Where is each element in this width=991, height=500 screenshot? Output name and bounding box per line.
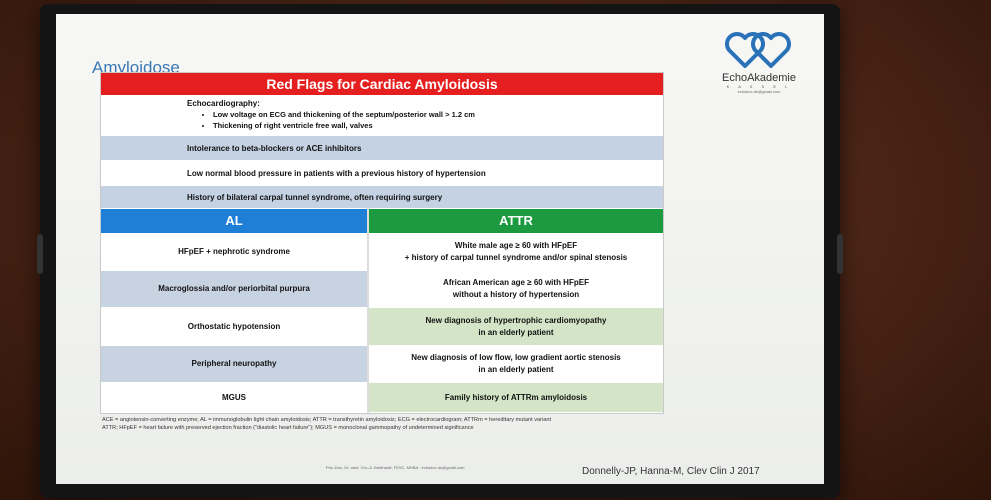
echo-bullet: Low voltage on ECG and thickening of the… <box>213 109 475 120</box>
monitor-frame: Amyloidose EchoAkademie K A S S E L echo… <box>37 4 843 498</box>
source-citation: Donnelly-JP, Hanna-M, Clev Clin J 2017 <box>582 466 760 477</box>
al-item: Orthostatic hypotension <box>101 308 367 346</box>
logo-email: echodoc.de@gmail.com <box>737 89 781 94</box>
attr-item: White male age ≥ 60 with HFpEF + history… <box>369 233 663 271</box>
attr-item: Family history of ATTRm amyloidosis <box>369 383 663 413</box>
table-banner: Red Flags for Cardiac Amyloidosis <box>101 73 663 95</box>
attr-item-line: White male age ≥ 60 with HFpEF <box>454 240 578 250</box>
flag-row-echocardiography: Echocardiography: Low voltage on ECG and… <box>101 95 663 136</box>
attr-item-line: in an elderly patient <box>478 327 554 337</box>
al-attr-columns: AL HFpEF + nephrotic syndrome Macrogloss… <box>101 209 663 413</box>
attr-item: African American age ≥ 60 with HFpEF wit… <box>369 271 663 308</box>
author-credit: Priv.-Doz. Dr. med. Chr.-A. Breithardt, … <box>326 465 465 470</box>
al-item: Macroglossia and/or periorbital purpura <box>101 271 367 308</box>
logo-name: EchoAkademie <box>722 72 796 84</box>
footnote-line: ATTR; HFpEF = heart failure with preserv… <box>102 425 474 431</box>
echo-bullet-list: Low voltage on ECG and thickening of the… <box>213 109 475 131</box>
al-item: HFpEF + nephrotic syndrome <box>101 233 367 271</box>
presentation-slide: Amyloidose EchoAkademie K A S S E L echo… <box>56 14 824 484</box>
al-column: AL HFpEF + nephrotic syndrome Macrogloss… <box>101 209 369 413</box>
al-header: AL <box>101 209 367 233</box>
attr-item-line: in an elderly patient <box>478 365 554 374</box>
double-heart-icon <box>725 32 791 68</box>
red-flags-table: Red Flags for Cardiac Amyloidosis Echoca… <box>100 72 664 414</box>
attr-item-line: without a history of hypertension <box>452 290 580 299</box>
attr-item-line: Family history of ATTRm amyloidosis <box>444 392 588 402</box>
attr-item: New diagnosis of hypertrophic cardiomyop… <box>369 308 663 346</box>
echo-bullet: Thickening of right ventricle free wall,… <box>213 120 475 131</box>
echo-heading: Echocardiography: <box>187 99 260 108</box>
flag-row: Low normal blood pressure in patients wi… <box>101 161 663 186</box>
footnote-line: ACE = angiotensin-converting enzyme; AL … <box>102 417 551 423</box>
flag-row: History of bilateral carpal tunnel syndr… <box>101 186 663 209</box>
attr-column: ATTR White male age ≥ 60 with HFpEF + hi… <box>369 209 663 413</box>
attr-item-line: New diagnosis of low flow, low gradient … <box>411 353 621 362</box>
echoakademie-logo: EchoAkademie K A S S E L echodoc.de@gmai… <box>716 26 802 94</box>
attr-header: ATTR <box>369 209 663 233</box>
logo-city: K A S S E L <box>726 84 792 89</box>
abbreviation-footnote: ACE = angiotensin-converting enzyme; AL … <box>102 416 672 432</box>
screen-edge-right <box>837 234 843 274</box>
attr-item-line: New diagnosis of hypertrophic cardiomyop… <box>425 315 607 325</box>
al-item: Peripheral neuropathy <box>101 346 367 383</box>
attr-item: New diagnosis of low flow, low gradient … <box>369 346 663 383</box>
al-item: MGUS <box>101 383 367 413</box>
screen-edge-left <box>37 234 43 274</box>
attr-item-line: African American age ≥ 60 with HFpEF <box>443 278 589 287</box>
flag-row: Intolerance to beta-blockers or ACE inhi… <box>101 136 663 161</box>
attr-item-line: + history of carpal tunnel syndrome and/… <box>404 252 628 262</box>
